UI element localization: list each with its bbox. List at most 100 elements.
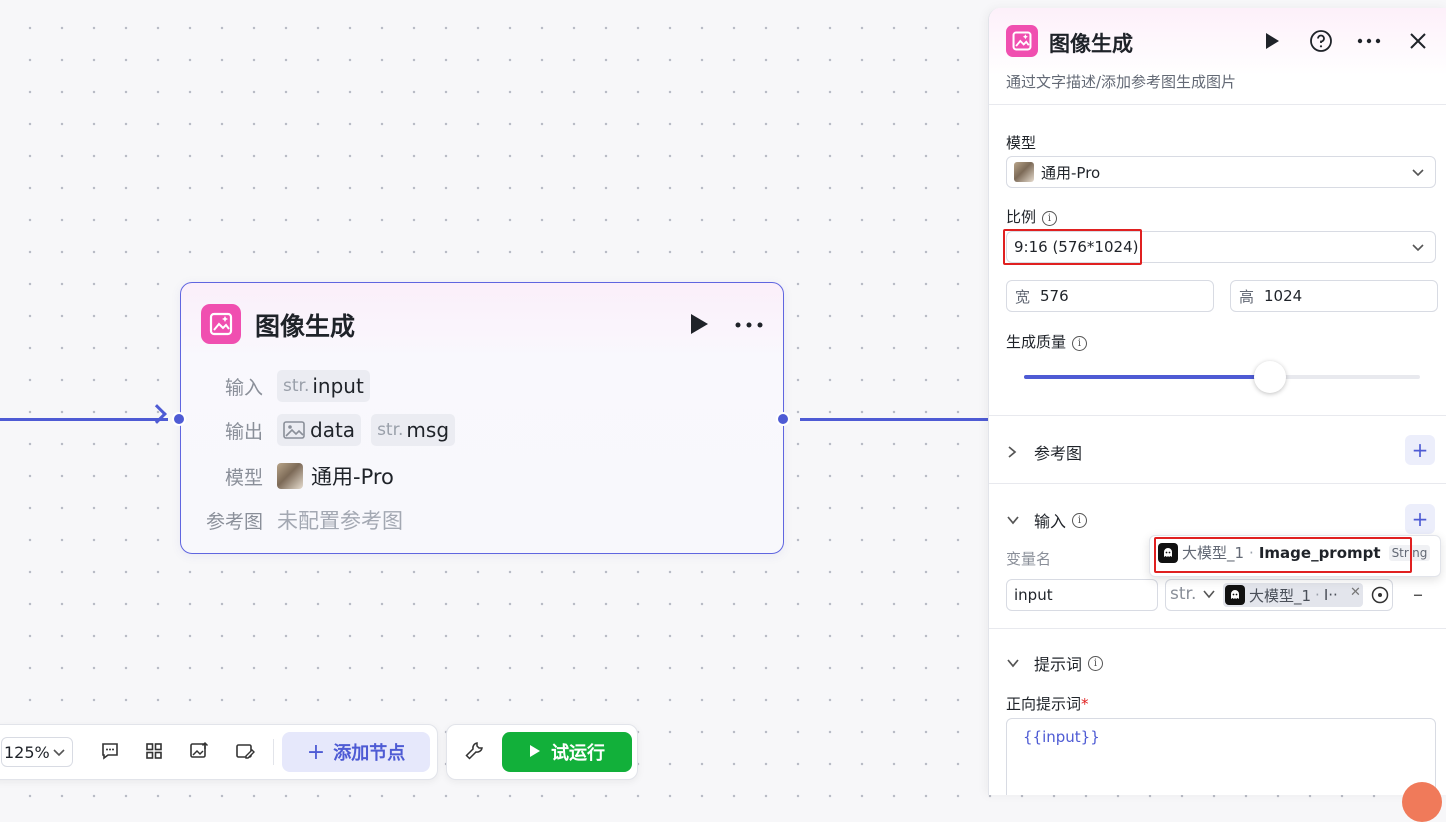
model-value: 通用-Pro	[311, 465, 394, 489]
image-magic-icon	[201, 304, 241, 344]
type-prefix: str.	[377, 420, 404, 440]
test-run-button[interactable]: 试运行	[502, 732, 632, 772]
more-icon[interactable]	[735, 321, 763, 328]
input-section-title: 输入	[1034, 512, 1067, 531]
reference-tooltip: 大模型_1 · Image_prompt String	[1149, 535, 1441, 577]
play-icon[interactable]	[689, 313, 709, 339]
comment-icon[interactable]	[99, 740, 121, 762]
panel-description: 通过文字描述/添加参考图生成图片	[1006, 73, 1237, 91]
variable-name-value: input	[1014, 586, 1053, 604]
image-icon	[283, 421, 305, 439]
assistant-avatar[interactable]	[1402, 782, 1442, 822]
variable-name-input[interactable]: input	[1006, 579, 1158, 611]
help-icon[interactable]	[1308, 28, 1334, 54]
chevron-down-icon	[1006, 657, 1024, 669]
info-icon[interactable]: i	[1072, 512, 1088, 528]
node-output-row: 输出 data str. msg	[201, 414, 465, 446]
height-key: 高	[1239, 287, 1255, 306]
quality-slider-fill	[1024, 375, 1270, 379]
model-select[interactable]: 通用-Pro	[1006, 156, 1436, 188]
bot-icon	[1158, 542, 1178, 563]
chevron-down-icon	[1202, 588, 1216, 600]
play-icon[interactable]	[1259, 28, 1285, 54]
reference-node-name: 大模型_1	[1249, 586, 1312, 605]
add-reference-button[interactable]: +	[1405, 435, 1435, 465]
input-tag: str. input	[277, 370, 370, 402]
required-mark: *	[1081, 695, 1089, 713]
positive-prompt-value: {{input}}	[1023, 728, 1100, 746]
reference-chip[interactable]: 大模型_1 · I··	[1223, 583, 1363, 607]
note-edit-icon[interactable]	[234, 740, 256, 762]
model-select-value: 通用-Pro	[1041, 163, 1101, 182]
chevron-down-icon	[1411, 164, 1425, 184]
positive-prompt-label: 正向提示词*	[1006, 693, 1089, 714]
width-input[interactable]: 宽 576	[1006, 280, 1214, 312]
type-prefix: str.	[283, 376, 310, 396]
image-upload-icon[interactable]	[188, 740, 210, 762]
zoom-value: 125%	[4, 743, 50, 762]
reference-label: 参考图	[205, 510, 263, 533]
height-input[interactable]: 高 1024	[1230, 280, 1438, 312]
section-divider	[989, 483, 1446, 484]
type-select[interactable]: str.	[1170, 584, 1216, 604]
reference-section-header[interactable]: 参考图	[1006, 440, 1082, 464]
output-msg-name: msg	[406, 418, 450, 442]
info-icon[interactable]: i	[1042, 211, 1058, 226]
chevron-down-icon	[52, 738, 66, 779]
target-icon[interactable]	[1371, 586, 1389, 608]
clear-icon[interactable]: ✕	[1350, 585, 1361, 600]
info-icon[interactable]: i	[1072, 336, 1088, 351]
close-icon[interactable]	[1405, 28, 1431, 54]
model-avatar	[1014, 162, 1034, 182]
test-run-label: 试运行	[551, 743, 605, 764]
positive-prompt-textarea[interactable]: {{input}}	[1006, 718, 1436, 795]
chevron-down-icon	[1006, 514, 1024, 526]
prompt-section-header[interactable]: 提示词 i	[1006, 651, 1104, 675]
model-field-label: 模型	[1006, 134, 1037, 152]
variable-reference-field[interactable]: str. 大模型_1 · I·· ✕	[1165, 579, 1393, 611]
node-title: 图像生成	[255, 312, 356, 341]
remove-variable-button[interactable]: –	[1413, 582, 1423, 606]
wrench-icon[interactable]	[463, 740, 485, 762]
reference-value: 未配置参考图	[277, 509, 403, 533]
input-section-header[interactable]: 输入 i	[1006, 508, 1088, 532]
model-label: 模型	[224, 466, 263, 489]
width-value: 576	[1040, 287, 1069, 305]
quality-slider-handle[interactable]	[1253, 361, 1286, 393]
output-msg-tag: str. msg	[371, 414, 456, 446]
quality-slider[interactable]	[1024, 375, 1420, 379]
outgoing-edge	[800, 418, 990, 421]
add-node-label: 添加节点	[333, 743, 406, 764]
add-input-button[interactable]: +	[1405, 504, 1435, 534]
output-port[interactable]	[776, 412, 790, 426]
zoom-select[interactable]: 125%	[1, 737, 73, 767]
ratio-select-value: 9:16 (576*1024)	[1014, 238, 1139, 256]
section-divider	[989, 628, 1446, 629]
info-icon[interactable]: i	[1088, 655, 1104, 671]
reference-field-name: I··	[1323, 586, 1338, 604]
input-port[interactable]	[172, 412, 186, 426]
tooltip-node-name: 大模型_1	[1182, 544, 1245, 562]
input-name: input	[312, 374, 364, 398]
reference-section-title: 参考图	[1034, 444, 1083, 463]
chevron-down-icon	[1411, 239, 1425, 259]
output-label: 输出	[224, 420, 263, 443]
input-label: 输入	[224, 376, 263, 399]
image-generation-node[interactable]: 图像生成 输入 str. input 输出 data str. msg 模型 通…	[180, 282, 784, 554]
model-avatar	[277, 463, 303, 489]
highlight-box	[1154, 537, 1412, 573]
prompt-section-title: 提示词	[1034, 655, 1083, 674]
more-icon[interactable]	[1356, 28, 1382, 54]
canvas-toolbar: 125% + 添加节点	[0, 724, 438, 780]
separator-dot: ·	[1315, 586, 1320, 604]
output-data-tag: data	[277, 414, 362, 446]
grid-layout-icon[interactable]	[143, 740, 165, 762]
add-node-button[interactable]: + 添加节点	[282, 732, 430, 772]
section-divider	[989, 415, 1446, 416]
separator-dot: ·	[1249, 543, 1254, 562]
run-toolbar: 试运行	[446, 724, 638, 780]
bot-icon	[1225, 585, 1245, 605]
ratio-select[interactable]: 9:16 (576*1024)	[1006, 231, 1436, 263]
